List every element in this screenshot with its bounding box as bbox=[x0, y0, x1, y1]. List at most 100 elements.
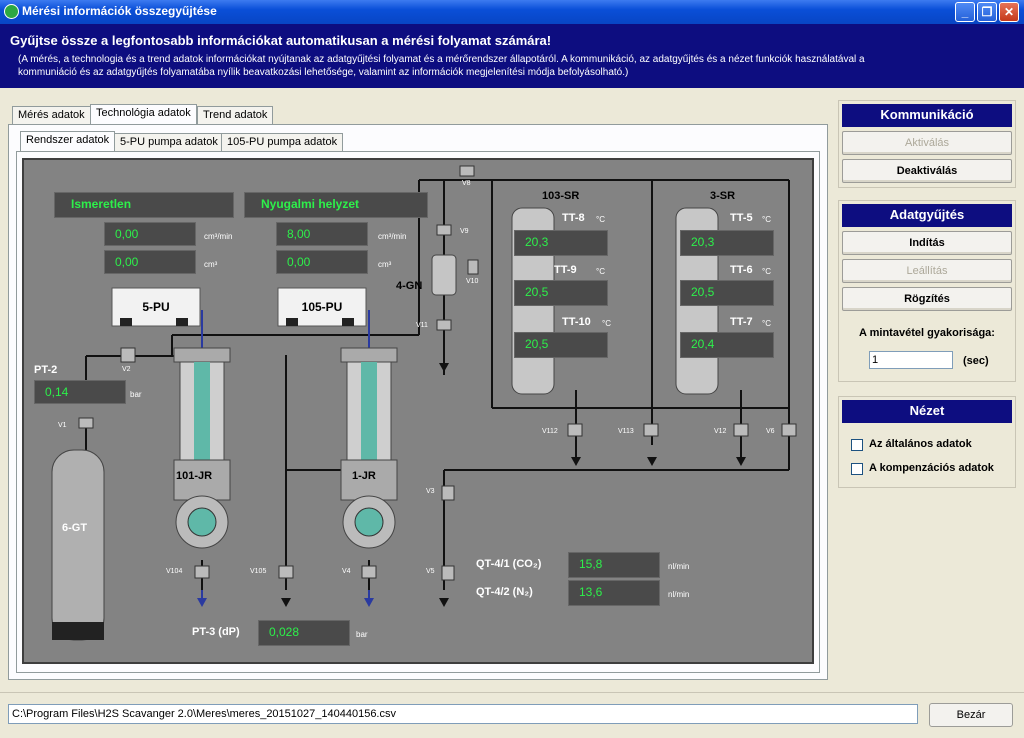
unit-flow-left: cm³/min bbox=[204, 232, 233, 241]
file-path-field[interactable]: C:\Program Files\H2S Scavanger 2.0\Meres… bbox=[8, 704, 918, 724]
pump-105pu-label: 105-PU bbox=[301, 300, 343, 314]
tt8-unit: °C bbox=[596, 215, 605, 224]
valve-v11-label: V11 bbox=[416, 322, 428, 329]
tt10-value: 20,5 bbox=[514, 332, 608, 358]
valve-v4-label: V4 bbox=[342, 568, 351, 575]
adat-panel: Adatgyűjtés Indítás Leállítás Rögzítés A… bbox=[838, 200, 1016, 382]
tt6-label: TT-6 bbox=[730, 264, 753, 276]
window-title: Mérési információk összegyűjtése bbox=[22, 4, 217, 18]
flow-left-value: 0,00 bbox=[104, 222, 196, 246]
tt8-label: TT-8 bbox=[562, 212, 585, 224]
tt6-value: 20,5 bbox=[680, 280, 774, 306]
cyl-101jr-label: 101-JR bbox=[176, 470, 213, 482]
pt2-value: 0,14 bbox=[34, 380, 126, 404]
tt9-unit: °C bbox=[596, 267, 605, 276]
vol-left-value: 0,00 bbox=[104, 250, 196, 274]
pt3-label: PT-3 (dP) bbox=[192, 626, 240, 638]
valve-v2-label: V2 bbox=[122, 366, 131, 373]
tab-rendszer-adatok[interactable]: Rendszer adatok bbox=[20, 131, 116, 151]
close-button[interactable]: Bezár bbox=[929, 703, 1013, 727]
compensation-data-label: A kompenzációs adatok bbox=[869, 462, 994, 474]
tank-label: 6-GT bbox=[62, 522, 88, 534]
unit-vol-left: cm³ bbox=[204, 260, 218, 269]
freq-label: A mintavétel gyakorisága: bbox=[859, 327, 995, 339]
process-diagram: Ismeretlen Nyugalmi helyzet 0,00 0,00 cm… bbox=[22, 158, 814, 664]
tab-trend-adatok[interactable]: Trend adatok bbox=[197, 106, 274, 124]
nezet-panel: Nézet Az általános adatok A kompenzációs… bbox=[838, 396, 1016, 488]
tab-105pu-pumpa[interactable]: 105-PU pumpa adatok bbox=[221, 133, 344, 151]
general-data-label: Az általános adatok bbox=[869, 438, 972, 450]
freq-unit: (sec) bbox=[963, 355, 989, 367]
tt7-value: 20,4 bbox=[680, 332, 774, 358]
tab-meres-adatok[interactable]: Mérés adatok bbox=[12, 106, 91, 124]
stop-button[interactable]: Leállítás bbox=[842, 259, 1012, 283]
maximize-button[interactable]: ❐ bbox=[977, 2, 997, 22]
minimize-button[interactable]: _ bbox=[955, 2, 975, 22]
compensation-data-checkbox[interactable] bbox=[851, 463, 863, 475]
tab-5pu-pumpa[interactable]: 5-PU pumpa adatok bbox=[114, 133, 224, 151]
valve-v104-label: V104 bbox=[166, 568, 183, 575]
deactivate-button[interactable]: Deaktiválás bbox=[842, 159, 1012, 183]
valve-v9-label: V9 bbox=[460, 228, 469, 235]
general-data-checkbox[interactable] bbox=[851, 439, 863, 451]
valve-v8-label: V8 bbox=[462, 180, 471, 187]
app-icon bbox=[4, 4, 19, 19]
unit-vol-right: cm³ bbox=[378, 260, 392, 269]
flow-right-value: 8,00 bbox=[276, 222, 368, 246]
tt8-value: 20,3 bbox=[514, 230, 608, 256]
unit-flow-right: cm³/min bbox=[378, 232, 407, 241]
komm-title: Kommunikáció bbox=[842, 104, 1012, 127]
status-right: Nyugalmi helyzet bbox=[244, 192, 428, 218]
title-bar: Mérési információk összegyűjtése _ ❐ ✕ bbox=[0, 0, 1024, 24]
tt9-value: 20,5 bbox=[514, 280, 608, 306]
valve-v113-label: V113 bbox=[618, 428, 634, 435]
tt7-unit: °C bbox=[762, 319, 771, 328]
footer-divider bbox=[0, 692, 1024, 693]
header-title: Gyűjtse össze a legfontosabb információk… bbox=[10, 33, 552, 48]
valve-v6-label: V6 bbox=[766, 428, 775, 435]
pt3-value: 0,028 bbox=[258, 620, 350, 646]
tab-technologia-adatok[interactable]: Technológia adatok bbox=[90, 104, 197, 124]
adat-title: Adatgyűjtés bbox=[842, 204, 1012, 227]
vol-right-value: 0,00 bbox=[276, 250, 368, 274]
close-window-button[interactable]: ✕ bbox=[999, 2, 1019, 22]
valve-v12-label: V12 bbox=[714, 428, 727, 435]
pt2-unit: bar bbox=[130, 390, 142, 399]
sr103-label: 103-SR bbox=[542, 190, 580, 202]
valve-v3-label: V3 bbox=[426, 488, 435, 495]
tt10-label: TT-10 bbox=[562, 316, 591, 328]
status-left: Ismeretlen bbox=[54, 192, 234, 218]
header-banner: Gyűjtse össze a legfontosabb információk… bbox=[0, 24, 1024, 88]
valve-v5-label: V5 bbox=[426, 568, 435, 575]
qt1-label: QT-4/1 (CO₂) bbox=[476, 558, 542, 570]
nezet-title: Nézet bbox=[842, 400, 1012, 423]
activate-button[interactable]: Aktiválás bbox=[842, 131, 1012, 155]
freq-input[interactable] bbox=[869, 351, 953, 369]
tt9-label: TT-9 bbox=[554, 264, 577, 276]
tt5-label: TT-5 bbox=[730, 212, 753, 224]
sr3-label: 3-SR bbox=[710, 190, 736, 202]
tt7-label: TT-7 bbox=[730, 316, 753, 328]
valve-v105-label: V105 bbox=[250, 568, 267, 575]
header-description: (A mérés, a technologia és a trend adato… bbox=[18, 54, 865, 78]
record-button[interactable]: Rögzítés bbox=[842, 287, 1012, 311]
qt2-unit: nl/min bbox=[668, 590, 690, 599]
pt2-label: PT-2 bbox=[34, 364, 58, 376]
qt1-unit: nl/min bbox=[668, 562, 690, 571]
tt5-value: 20,3 bbox=[680, 230, 774, 256]
qt2-label: QT-4/2 (N₂) bbox=[476, 586, 533, 598]
valve-v112-label: V112 bbox=[542, 428, 558, 435]
tt5-unit: °C bbox=[762, 215, 771, 224]
tt10-unit: °C bbox=[602, 319, 611, 328]
qt2-value: 13,6 bbox=[568, 580, 660, 606]
cyl-1jr-label: 1-JR bbox=[352, 470, 376, 482]
komm-panel: Kommunikáció Aktiválás Deaktiválás bbox=[838, 100, 1016, 188]
gn-label: 4-GN bbox=[396, 280, 423, 292]
valve-v1-label: V1 bbox=[58, 422, 67, 429]
tt6-unit: °C bbox=[762, 267, 771, 276]
pt3-unit: bar bbox=[356, 630, 368, 639]
valve-v10-label: V10 bbox=[466, 278, 479, 285]
qt1-value: 15,8 bbox=[568, 552, 660, 578]
pump-5pu-label: 5-PU bbox=[142, 300, 170, 314]
start-button[interactable]: Indítás bbox=[842, 231, 1012, 255]
